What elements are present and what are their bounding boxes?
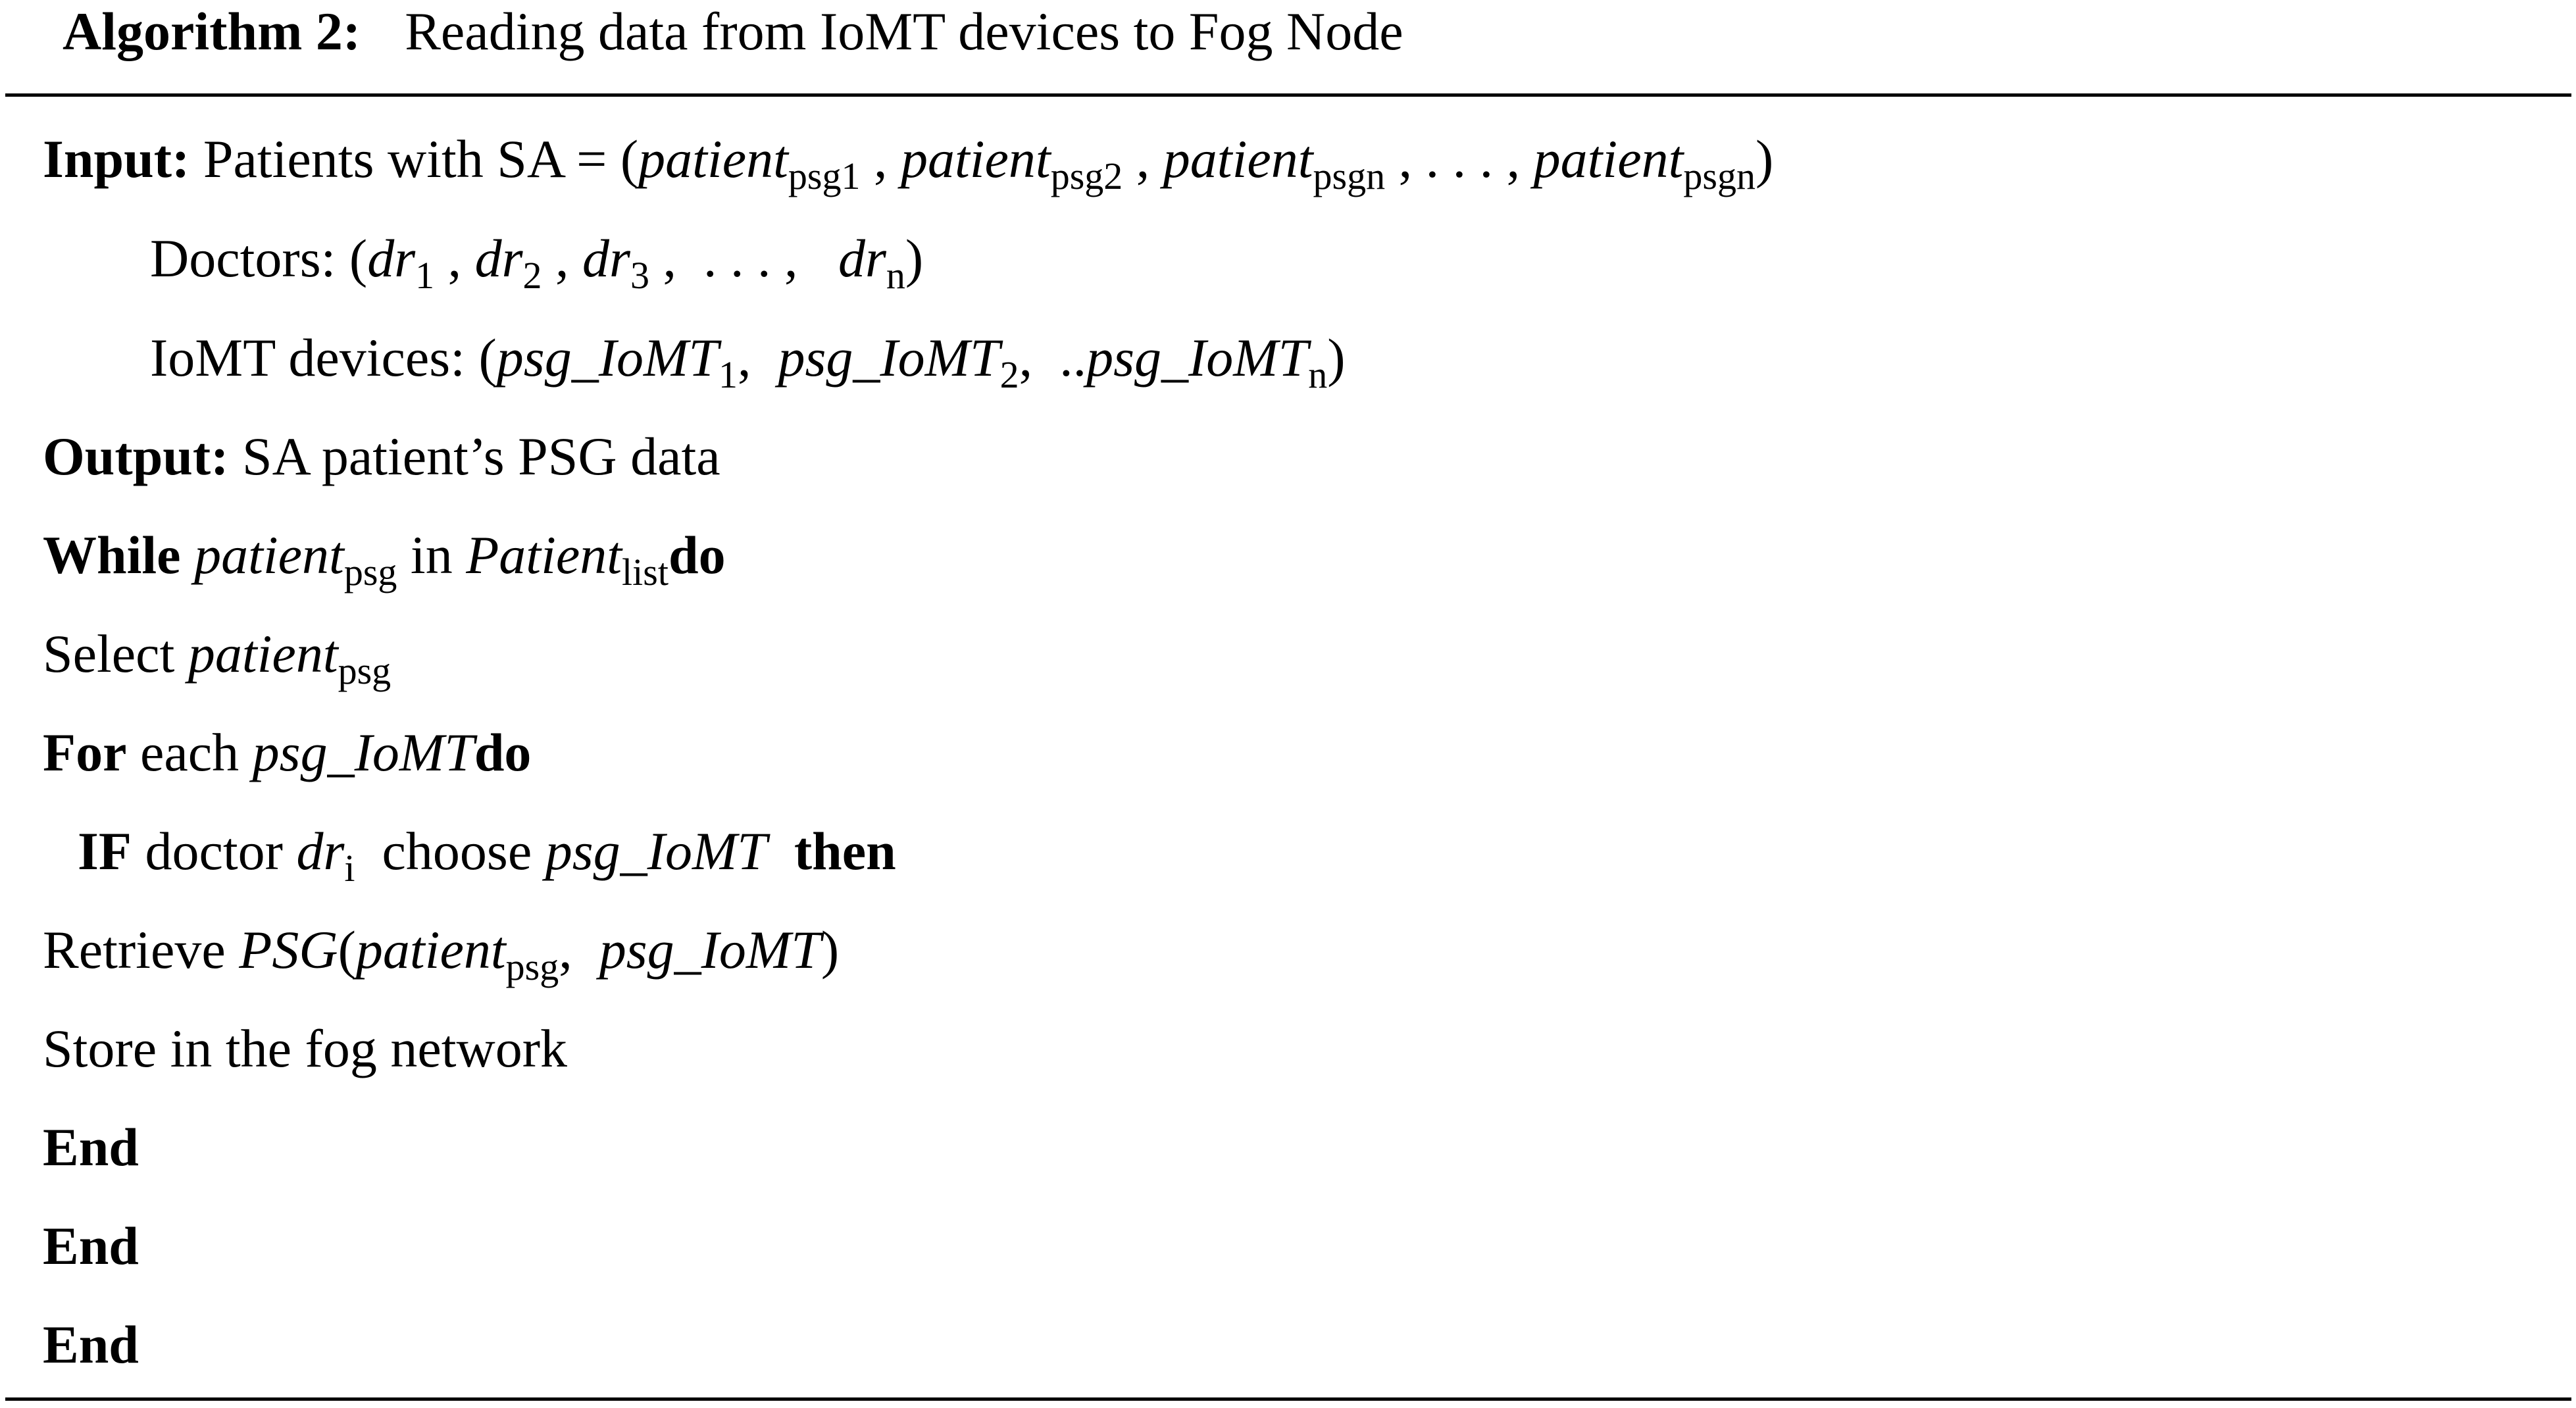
top-rule	[5, 93, 2571, 97]
if-device-var: psg_IoMT	[545, 821, 767, 881]
select-var: patient	[188, 624, 338, 684]
select-line: Select patientpsg	[43, 622, 391, 690]
for-do-keyword: do	[474, 722, 532, 782]
doctors-line: Doctors: (dr1 , dr2 , dr3 , . . . , drn)	[150, 228, 924, 297]
input-keyword: Input:	[43, 129, 190, 189]
output-keyword: Output:	[43, 426, 229, 486]
patient-var-3: patient	[1163, 129, 1313, 189]
end-line-1: End	[43, 1116, 139, 1179]
retrieve-text: Retrieve	[43, 920, 226, 980]
in-text: in	[410, 525, 453, 585]
if-var: dr	[296, 821, 345, 881]
do-keyword: do	[668, 525, 726, 585]
list-var: Patient	[466, 525, 622, 585]
then-keyword: then	[794, 821, 896, 881]
retrieve-arg2: psg_IoMT	[599, 920, 821, 980]
device-var-3: psg_IoMT	[1086, 328, 1309, 388]
device-sub-3: n	[1308, 353, 1328, 396]
doctor-var-2: dr	[474, 228, 523, 288]
doctor-text: doctor	[145, 821, 283, 881]
while-keyword: While	[43, 525, 181, 585]
end-keyword-1: End	[43, 1117, 139, 1177]
patient-sub-3: psgn	[1313, 155, 1386, 197]
choose-text: choose	[382, 821, 532, 881]
bottom-rule	[5, 1397, 2571, 1401]
end-line-2: End	[43, 1215, 139, 1278]
patient-sub-1: psg1	[788, 155, 861, 197]
input-line: Input: Patients with SA = (patientpsg1 ,…	[43, 129, 1774, 197]
algorithm-label: Algorithm 2:	[63, 1, 361, 61]
doctors-text: Doctors: (	[150, 228, 368, 288]
retrieve-line: Retrieve PSG(patientpsg, psg_IoMT)	[43, 920, 840, 988]
end-keyword-2: End	[43, 1216, 139, 1276]
retrieve-fn: PSG	[239, 920, 338, 980]
while-var: patient	[194, 525, 344, 585]
doctor-var-3: dr	[582, 228, 630, 288]
device-sub-1: 1	[718, 353, 738, 396]
doctor-sub-2: 2	[522, 254, 542, 297]
patient-var-2: patient	[900, 129, 1051, 189]
list-sub: list	[622, 551, 669, 593]
algorithm-title: Algorithm 2: Reading data from IoMT devi…	[63, 0, 1403, 63]
devices-line: IoMT devices: (psg_IoMT1, psg_IoMT2, ..p…	[150, 328, 1346, 396]
patient-var-1: patient	[638, 129, 788, 189]
if-sub: i	[344, 847, 355, 890]
select-text: Select	[43, 624, 175, 684]
end-line-3: End	[43, 1313, 139, 1376]
if-keyword: IF	[78, 821, 132, 881]
store-line: Store in the fog network	[43, 1017, 567, 1080]
device-var-1: psg_IoMT	[496, 328, 719, 388]
patient-sub-4: psgn	[1683, 155, 1755, 197]
patient-sub-2: psg2	[1050, 155, 1123, 197]
output-text: SA patient’s PSG data	[242, 426, 720, 486]
for-line: For each psg_IoMTdo	[43, 721, 531, 784]
retrieve-arg1: patient	[355, 920, 506, 980]
select-sub: psg	[338, 649, 391, 692]
retrieve-arg1-sub: psg	[505, 945, 559, 988]
while-line: While patientpsg in Patientlistdo	[43, 524, 726, 591]
device-var-2: psg_IoMT	[778, 328, 1000, 388]
for-var: psg_IoMT	[252, 722, 474, 782]
while-sub: psg	[343, 551, 397, 593]
each-text: each	[139, 722, 240, 782]
for-keyword: For	[43, 722, 127, 782]
patient-var-4: patient	[1533, 129, 1684, 189]
algorithm-title-text: Reading data from IoMT devices to Fog No…	[405, 1, 1403, 61]
input-patients-text: Patients with SA = (	[203, 129, 639, 189]
doctor-var-4: dr	[838, 228, 886, 288]
device-sub-2: 2	[999, 353, 1019, 396]
devices-text: IoMT devices: (	[150, 328, 497, 388]
doctor-var-1: dr	[367, 228, 416, 288]
input-ellipsis: , . . . ,	[1398, 129, 1521, 189]
output-line: Output: SA patient’s PSG data	[43, 425, 720, 488]
doctor-sub-4: n	[886, 254, 905, 297]
end-keyword-3: End	[43, 1315, 139, 1374]
store-text: Store in the fog network	[43, 1018, 568, 1078]
doctor-sub-3: 3	[630, 254, 649, 297]
doctor-sub-1: 1	[415, 254, 435, 297]
if-line: IF doctor dri choose psg_IoMT then	[78, 820, 896, 888]
